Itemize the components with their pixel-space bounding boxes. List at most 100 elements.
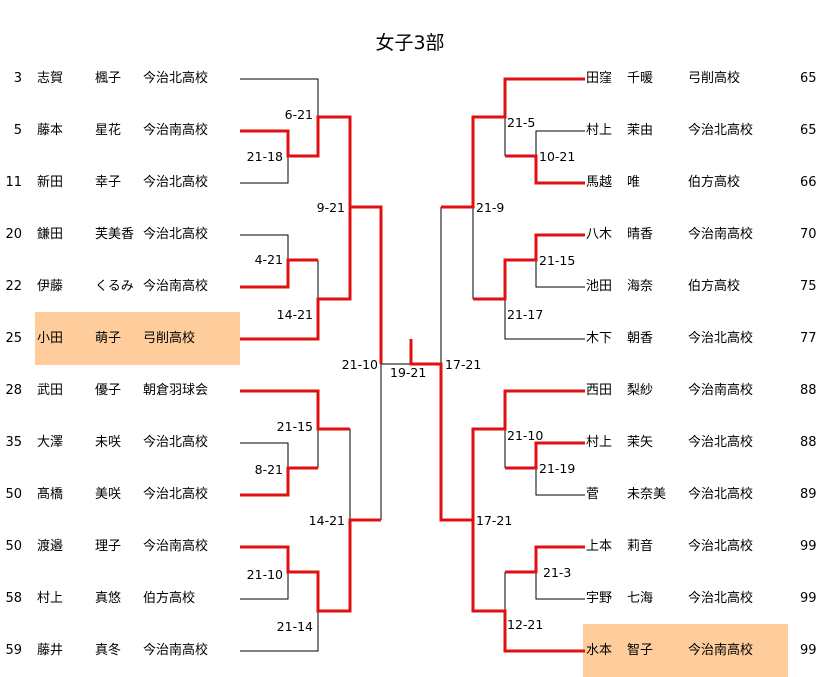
player-seed: 65 bbox=[800, 71, 817, 86]
player-family: 田窪 bbox=[586, 71, 613, 86]
player-family: 伊藤 bbox=[37, 279, 64, 294]
score: 21-10 bbox=[246, 567, 283, 582]
player-seed: 88 bbox=[800, 435, 817, 450]
player-family: 藤井 bbox=[37, 643, 64, 658]
winner-path bbox=[240, 518, 381, 613]
player-family: 藤本 bbox=[37, 123, 64, 138]
player-seed: 11 bbox=[5, 175, 22, 190]
player-family: 髙橋 bbox=[37, 487, 64, 502]
score: 10-21 bbox=[539, 149, 576, 164]
player-family: 馬越 bbox=[586, 175, 613, 190]
player-family: 武田 bbox=[37, 383, 64, 398]
bracket-line bbox=[240, 611, 319, 652]
score: 9-21 bbox=[316, 200, 345, 215]
score: 17-21 bbox=[476, 513, 513, 528]
player-seed: 59 bbox=[5, 643, 22, 658]
winner-path bbox=[441, 77, 585, 209]
player-school: 今治北高校 bbox=[143, 175, 209, 190]
highlight-right bbox=[583, 624, 788, 677]
player-given: 千暖 bbox=[627, 71, 654, 86]
player-seed: 88 bbox=[800, 383, 817, 398]
bracket-line bbox=[240, 234, 289, 260]
player-school: 今治北高校 bbox=[688, 591, 754, 606]
score-final: 19-21 bbox=[390, 365, 427, 380]
player-seed: 65 bbox=[800, 123, 817, 138]
player-given: くるみ bbox=[95, 279, 134, 294]
player-family: 村上 bbox=[586, 123, 613, 138]
player-seed: 99 bbox=[800, 643, 817, 658]
score: 21-18 bbox=[246, 149, 283, 164]
player-family: 村上 bbox=[586, 435, 613, 450]
player-seed: 28 bbox=[5, 383, 22, 398]
score: 21-15 bbox=[276, 419, 313, 434]
player-school: 今治北高校 bbox=[688, 331, 754, 346]
player-school: 今治北高校 bbox=[143, 71, 209, 86]
score: 21-10 bbox=[341, 357, 378, 372]
player-school: 今治南高校 bbox=[143, 539, 209, 554]
winner-path bbox=[240, 389, 350, 431]
player-family: 西田 bbox=[586, 383, 613, 398]
player-seed: 5 bbox=[13, 123, 22, 138]
player-school: 今治南高校 bbox=[688, 383, 754, 398]
player-row-left: 28 武田 優子 朝倉羽球会 bbox=[0, 381, 820, 401]
player-given: 唯 bbox=[627, 175, 641, 190]
player-seed: 99 bbox=[800, 591, 817, 606]
bracket-line bbox=[240, 78, 319, 117]
player-school: 弓削高校 bbox=[143, 331, 196, 346]
player-row-right: 村上茉由 今治北高校 65 bbox=[0, 121, 820, 141]
winner-path bbox=[505, 441, 585, 470]
player-given: 未奈美 bbox=[627, 487, 667, 502]
score: 21-10 bbox=[507, 428, 544, 443]
player-family: 水本 bbox=[586, 643, 613, 658]
player-seed: 99 bbox=[800, 539, 817, 554]
player-seed: 75 bbox=[800, 279, 817, 294]
winner-path bbox=[240, 205, 383, 364]
player-row-left: 35 大澤 未咲 今治北高校 bbox=[0, 433, 820, 453]
player-seed: 35 bbox=[5, 435, 22, 450]
player-family: 志賀 bbox=[37, 71, 64, 86]
player-school: 伯方高校 bbox=[688, 279, 741, 294]
player-school: 今治北高校 bbox=[688, 123, 754, 138]
player-school: 今治北高校 bbox=[143, 435, 209, 450]
player-seed: 89 bbox=[800, 487, 817, 502]
player-given: 未咲 bbox=[95, 435, 122, 450]
player-seed: 77 bbox=[800, 331, 817, 346]
player-school: 朝倉羽球会 bbox=[143, 383, 209, 398]
bracket-line bbox=[535, 130, 585, 156]
player-given: 美咲 bbox=[95, 487, 122, 502]
bracket-line bbox=[240, 156, 289, 184]
player-seed: 66 bbox=[800, 175, 817, 190]
winner-path bbox=[471, 389, 585, 520]
player-given: 茉由 bbox=[627, 123, 654, 138]
score: 4-21 bbox=[254, 252, 283, 267]
player-family: 大澤 bbox=[37, 435, 64, 450]
player-family: 渡邉 bbox=[37, 539, 64, 554]
player-given: 晴香 bbox=[627, 227, 654, 242]
player-given: 幸子 bbox=[95, 175, 122, 190]
winner-path bbox=[473, 233, 585, 301]
score: 17-21 bbox=[445, 357, 482, 372]
player-given: 理子 bbox=[95, 539, 122, 554]
bracket-line bbox=[535, 572, 585, 600]
highlight-left bbox=[35, 312, 240, 365]
player-family: 菅 bbox=[586, 487, 600, 502]
player-given: 優子 bbox=[95, 383, 122, 398]
player-seed: 25 bbox=[5, 331, 22, 346]
player-given: 智子 bbox=[627, 643, 654, 658]
player-given: 星花 bbox=[95, 123, 122, 138]
player-school: 弓削高校 bbox=[688, 71, 741, 86]
